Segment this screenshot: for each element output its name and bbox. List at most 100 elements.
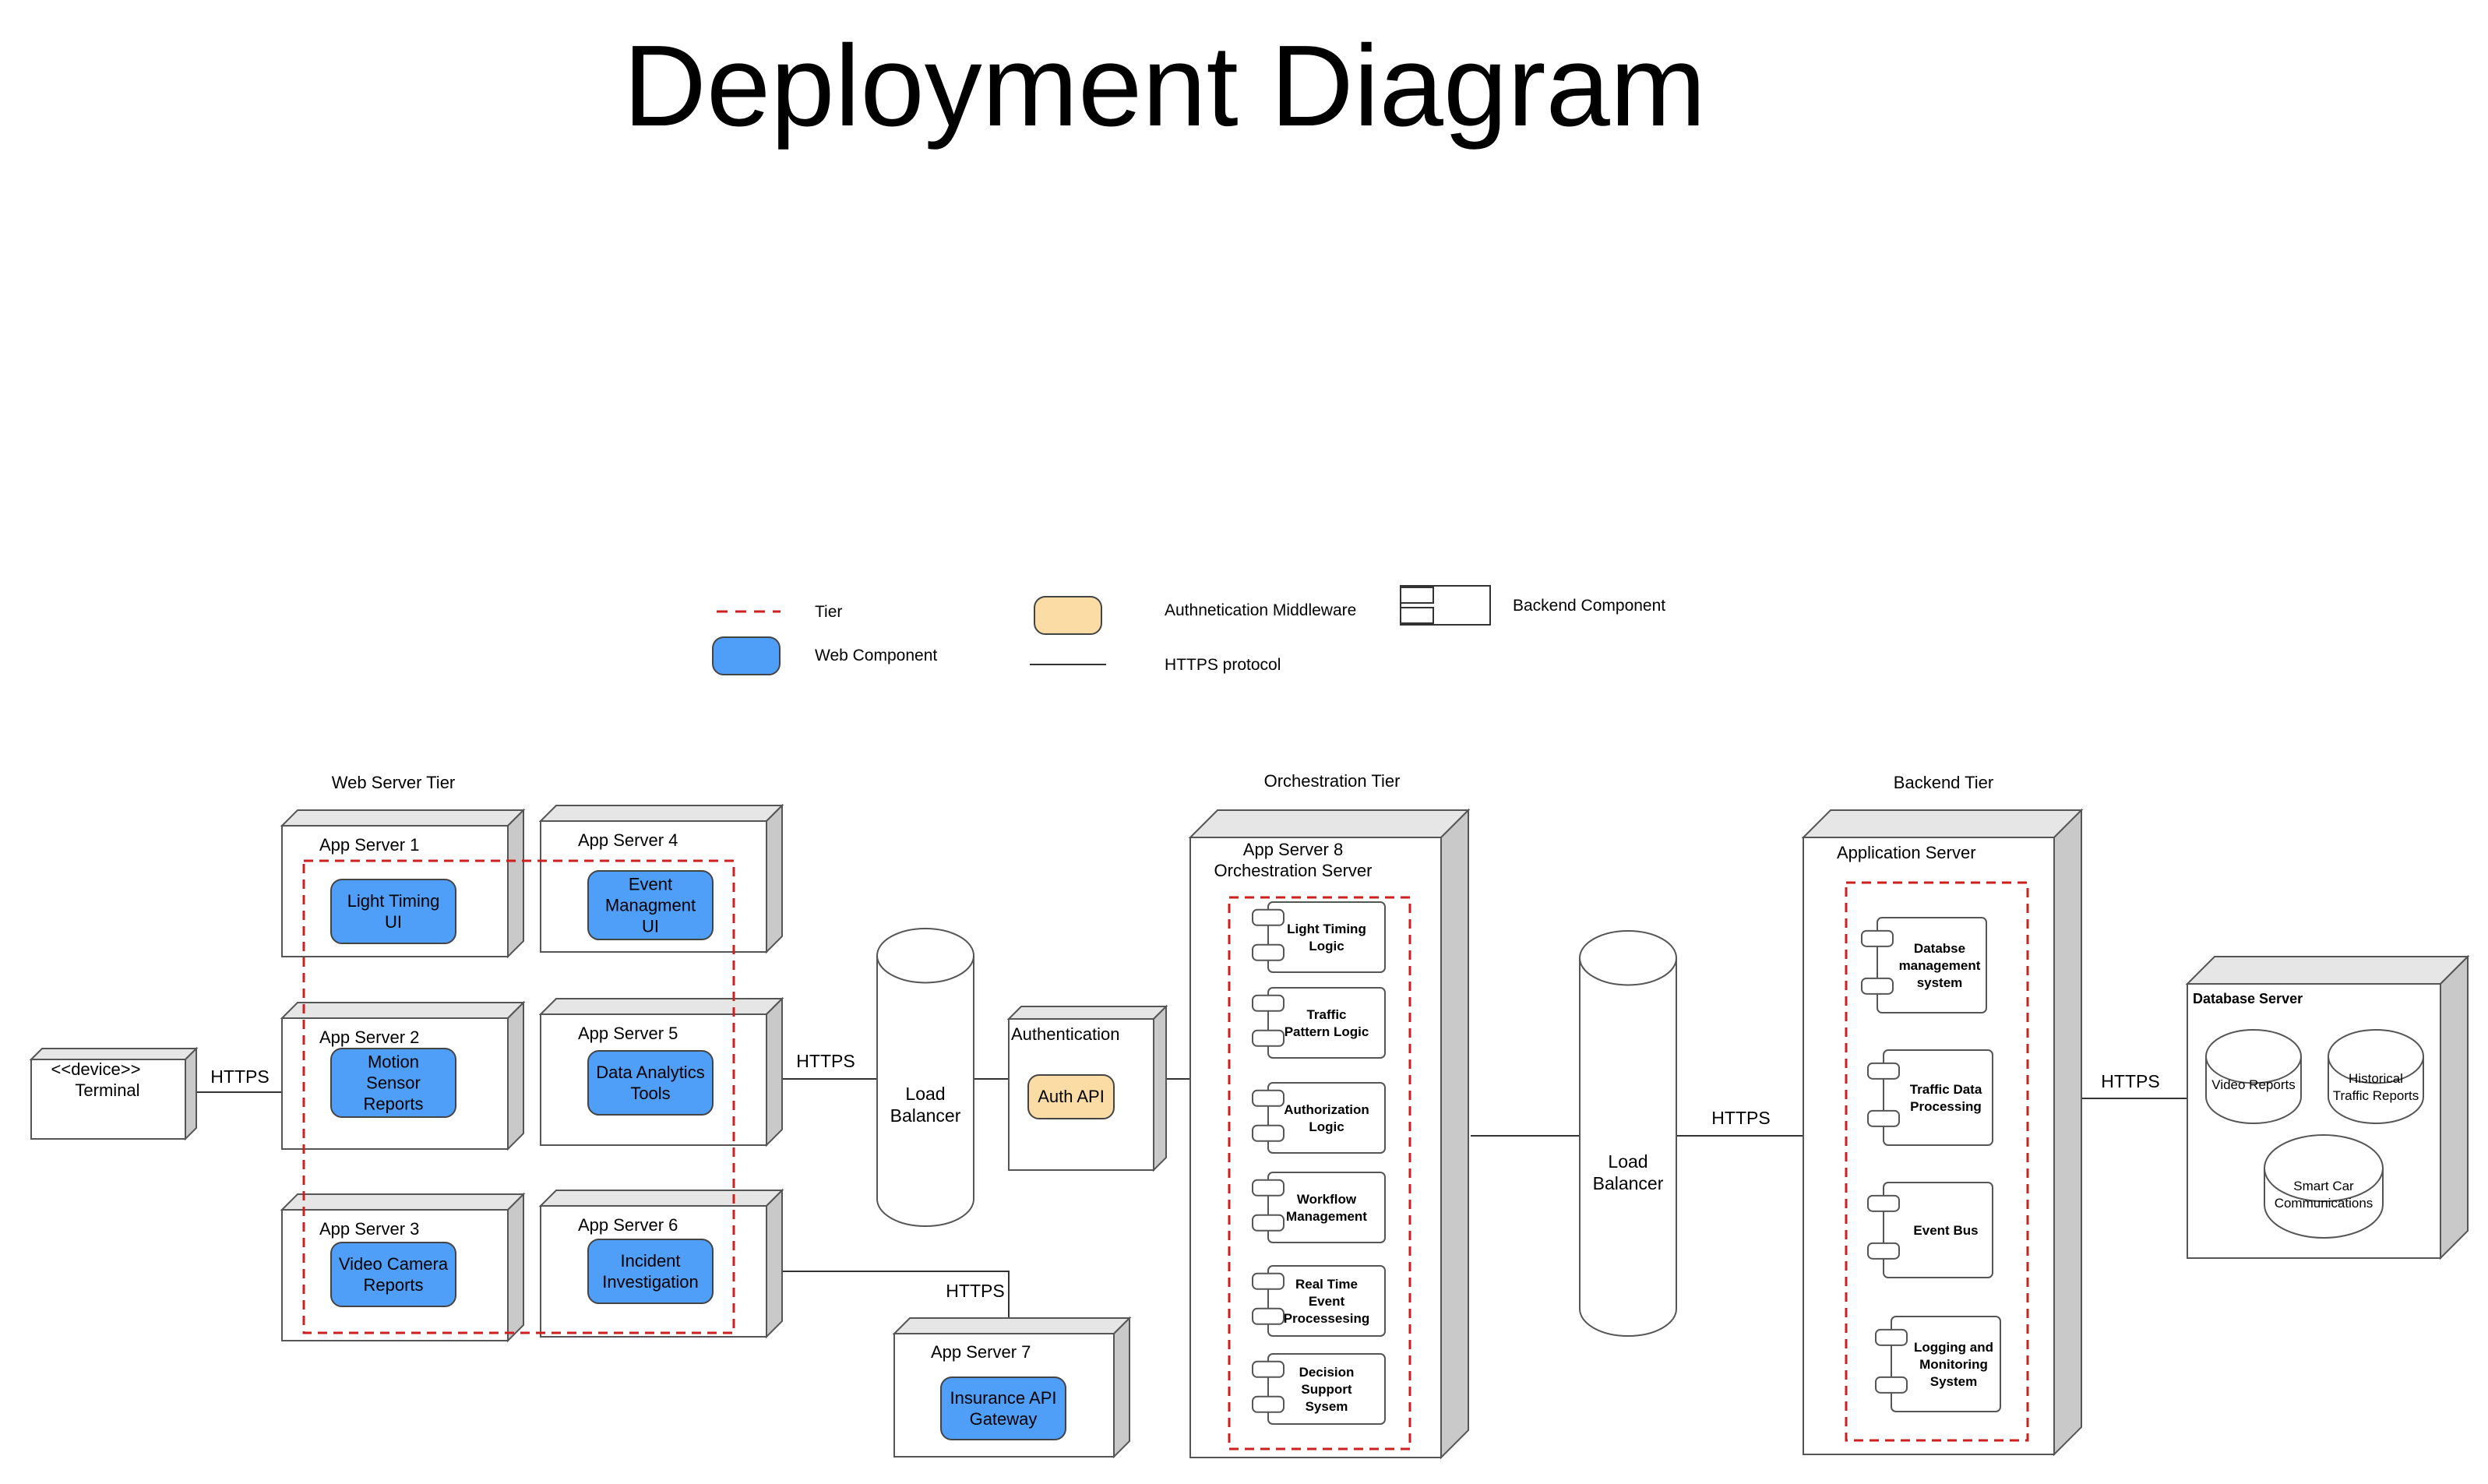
app-server-name: App Server 3: [319, 1219, 419, 1239]
data-store-label-line: Communications: [2275, 1196, 2373, 1211]
data-store-label-line: Historical: [2349, 1071, 2403, 1086]
app-server-name: App Server 2: [319, 1028, 419, 1047]
backend-component-orch-2[interactable]: [1267, 1082, 1386, 1154]
web-component-s1[interactable]: [330, 879, 456, 944]
web-component-label-line: Data Analytics: [596, 1063, 704, 1082]
web-component-s4[interactable]: [587, 870, 714, 940]
backend-component-orch-3[interactable]: [1267, 1172, 1386, 1243]
backend-component-app-0[interactable]: [1877, 917, 1987, 1013]
terminal-node-top: [29, 1048, 199, 1060]
backend-component-orch-1-tab: [1252, 994, 1285, 1012]
label-https: HTTPS: [946, 1281, 1004, 1301]
authentication-node-top: [1006, 1006, 1168, 1020]
backend-component-orch-3-tab: [1252, 1214, 1285, 1232]
label-https: HTTPS: [2101, 1071, 2159, 1091]
backend-component-orch-4[interactable]: [1267, 1265, 1386, 1337]
backend-component-orch-1[interactable]: [1267, 987, 1386, 1059]
web-component-label-line: Motion: [368, 1052, 419, 1072]
web-component-s7[interactable]: [940, 1376, 1066, 1440]
legend-https-label: HTTPS protocol: [1165, 656, 1281, 674]
legend-backend-tab: [1400, 607, 1434, 624]
app-server-name: App Server 1: [319, 835, 419, 855]
backend-component-label-line: management: [1899, 958, 1981, 973]
app-server-node-s1-side: [507, 808, 524, 959]
backend-component-label-line: Workflow: [1297, 1192, 1357, 1207]
data-store-2[interactable]: [2264, 1134, 2384, 1239]
web-component-label-line: Incident: [620, 1251, 680, 1271]
web-component-label-line: Managment: [605, 896, 696, 915]
database-server-name: Database Server: [2193, 991, 2303, 1006]
application-server-node-top: [1801, 809, 2084, 838]
application-server-name: Application Server: [1837, 843, 1976, 862]
app-server-node-s4-top: [538, 805, 784, 822]
legend-backend-label: Backend Component: [1513, 597, 1665, 615]
backend-component-app-3-tab: [1875, 1328, 1908, 1346]
data-store-0[interactable]: [2205, 1029, 2302, 1124]
web-component-label-line: Light Timing: [347, 891, 440, 911]
data-store-label-line: Traffic Reports: [2333, 1088, 2419, 1103]
backend-component-orch-4-tab: [1252, 1307, 1285, 1325]
legend-tier-label: Tier: [815, 603, 842, 621]
load-balancer-2[interactable]: [1579, 930, 1677, 1337]
load-balancer-1[interactable]: [876, 928, 974, 1227]
backend-component-orch-4-tab: [1252, 1272, 1285, 1290]
web-component-label-line: UI: [642, 917, 659, 936]
conn-web-s7: [779, 1271, 1010, 1323]
legend-auth-swatch[interactable]: [1034, 596, 1102, 635]
web-component-label-line: Event: [629, 875, 672, 894]
web-component-label-line: Reports: [363, 1094, 423, 1114]
app-server-node-s2-side: [507, 1000, 524, 1151]
legend-auth-label: Authnetication Middleware: [1165, 601, 1356, 619]
orchestration-server-node-top: [1188, 809, 1471, 838]
backend-component-orch-5-tab: [1252, 1360, 1285, 1378]
terminal-node[interactable]: [29, 1046, 199, 1141]
data-store-1-top: [2328, 1029, 2424, 1084]
backend-component-app-2-tab: [1867, 1194, 1900, 1212]
backend-component-label-line: Traffic: [1306, 1007, 1346, 1022]
backend-component-orch-0[interactable]: [1267, 901, 1386, 973]
backend-component-label-line: Event: [1309, 1294, 1345, 1309]
backend-component-orch-0-tab: [1252, 908, 1285, 926]
tier-boundary-backend: [1845, 881, 2029, 1442]
web-component-label-line: Insurance API: [950, 1388, 1057, 1408]
backend-component-app-2-tab: [1867, 1242, 1900, 1260]
backend-component-label-line: Logic: [1309, 1119, 1344, 1134]
auth-api-component[interactable]: [1027, 1074, 1115, 1119]
page-title: Deployment Diagram: [623, 22, 1707, 150]
legend-web-swatch[interactable]: [712, 636, 781, 675]
backend-component-orch-2-tab: [1252, 1124, 1285, 1142]
label-https: HTTPS: [1711, 1108, 1770, 1128]
data-store-1[interactable]: [2328, 1029, 2424, 1124]
app-server-node-s5-top: [538, 998, 784, 1015]
backend-component-orch-2-tab: [1252, 1089, 1285, 1107]
app-server-node-s5-side: [766, 996, 783, 1147]
web-component-s3[interactable]: [330, 1242, 456, 1307]
orchestration-server-name: App Server 8: [1243, 840, 1343, 859]
web-component-label-line: Tools: [630, 1084, 670, 1103]
data-store-0-top: [2205, 1029, 2302, 1084]
data-store-label-line: Video Reports: [2211, 1077, 2295, 1092]
app-server-node-s4-side: [766, 803, 783, 954]
backend-component-app-2[interactable]: [1883, 1182, 1993, 1278]
backend-component-label-line: Pattern Logic: [1285, 1024, 1369, 1039]
app-server-name: App Server 5: [578, 1024, 678, 1043]
backend-component-label-line: Real Time: [1295, 1277, 1358, 1292]
backend-component-app-3[interactable]: [1891, 1316, 2001, 1412]
app-server-name: App Server 6: [578, 1215, 678, 1235]
load-balancer-1-top: [876, 928, 974, 984]
backend-component-app-1[interactable]: [1883, 1049, 1993, 1146]
web-component-s2[interactable]: [330, 1048, 456, 1118]
backend-component-label-line: Sysem: [1306, 1399, 1348, 1414]
backend-component-orch-5[interactable]: [1267, 1353, 1386, 1425]
app-server-name: App Server 4: [578, 830, 678, 850]
backend-component-label-line: Decision: [1299, 1365, 1355, 1380]
data-store-label-line: Smart Car: [2293, 1179, 2354, 1193]
label-https: HTTPS: [210, 1066, 269, 1087]
backend-component-label-line: Logic: [1309, 939, 1344, 953]
load-balancer-2-top: [1579, 930, 1677, 986]
web-component-s5[interactable]: [587, 1050, 714, 1116]
web-component-s6[interactable]: [587, 1239, 714, 1304]
app-server-node-s1-top: [280, 809, 526, 827]
web-component-label-line: Sensor: [366, 1073, 421, 1093]
